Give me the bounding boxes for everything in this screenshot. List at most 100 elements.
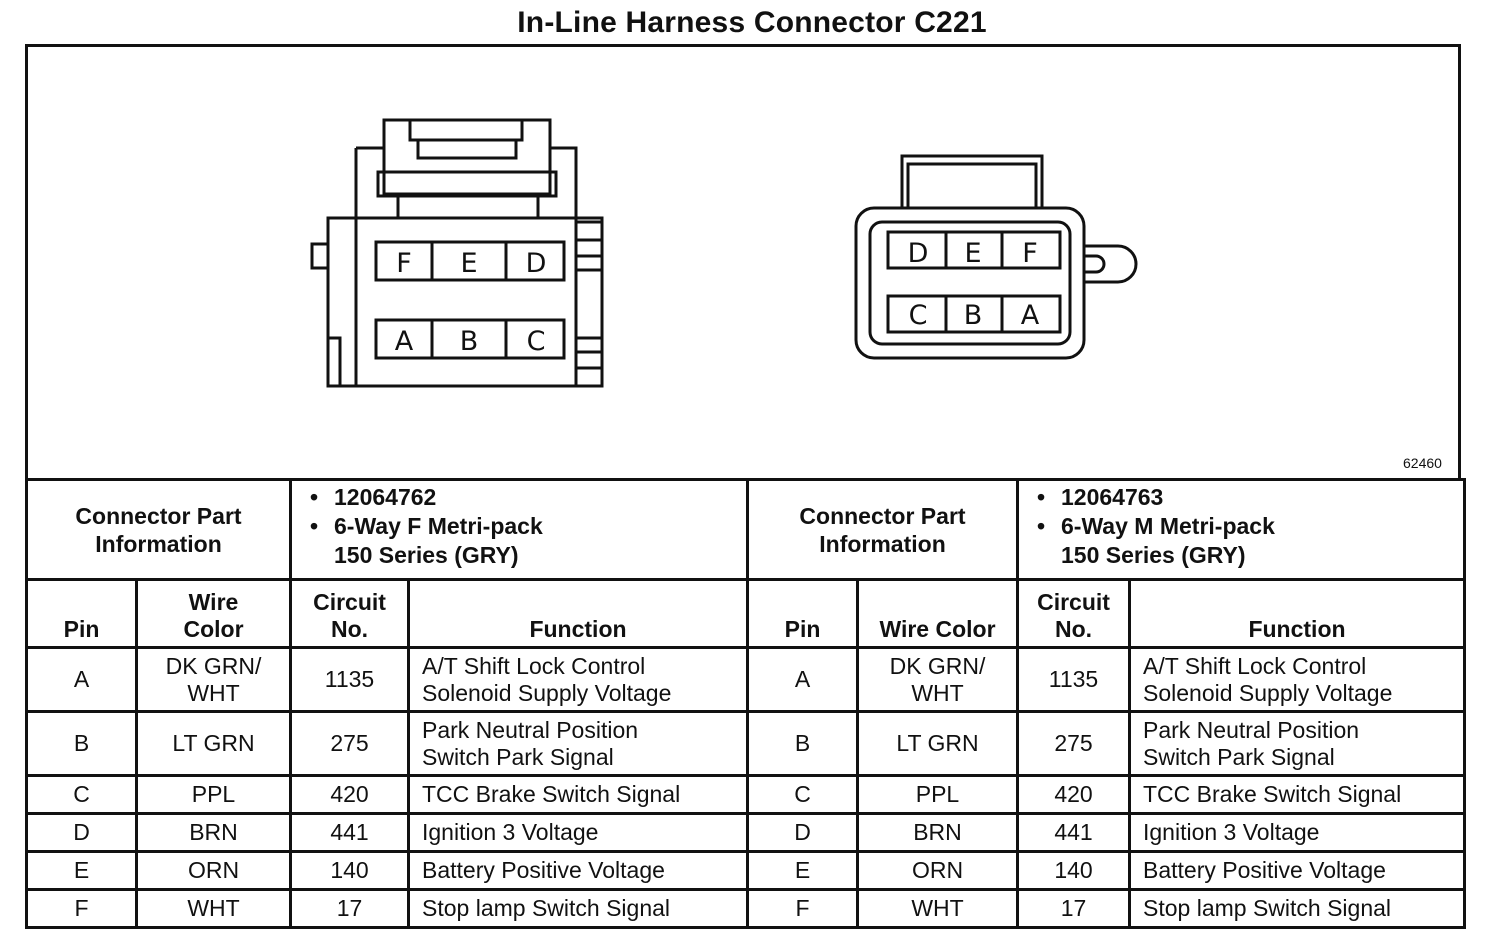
part-info-label-line: Connector Part: [799, 502, 966, 529]
header-line: Circuit: [1037, 589, 1110, 615]
part-info-label: Connector Part Information: [746, 478, 1019, 581]
pin-label: A: [1021, 300, 1040, 331]
cell-line: DK GRN/: [889, 652, 986, 679]
part-info-label-line: Information: [819, 530, 946, 557]
circuit-cell: 17: [289, 888, 410, 929]
table-row: A DK GRN/WHT 1135 A/T Shift Lock Control…: [25, 646, 1466, 713]
function-cell: Battery Positive Voltage: [1128, 850, 1466, 891]
pin-cell: B: [25, 710, 138, 777]
pin-label: F: [1022, 238, 1038, 269]
part-info-male: 12064763 6-Way M Metri-pack 150 Series (…: [1016, 478, 1466, 581]
pin-cell: E: [25, 850, 138, 891]
function-cell: TCC Brake Switch Signal: [407, 774, 749, 815]
circuit-cell: 1135: [1016, 646, 1131, 713]
pin-label: A: [395, 326, 414, 357]
header-pin: Pin: [25, 578, 138, 649]
circuit-cell: 1135: [289, 646, 410, 713]
cell-line: Park Neutral Position: [422, 716, 639, 743]
circuit-cell: 420: [289, 774, 410, 815]
part-description: 6-Way M Metri-pack 150 Series (GRY): [1019, 512, 1463, 570]
part-description: 6-Way F Metri-pack 150 Series (GRY): [292, 512, 746, 570]
cell-line: A/T Shift Lock Control: [422, 652, 646, 679]
pin-cell: A: [746, 646, 859, 713]
cell-line: WHT: [187, 679, 240, 706]
part-description-line: 150 Series (GRY): [334, 542, 519, 568]
header-line: No.: [1054, 616, 1093, 642]
pin-label: B: [964, 300, 983, 331]
circuit-cell: 275: [289, 710, 410, 777]
pin-label: D: [526, 248, 547, 279]
header-function: Function: [1128, 578, 1466, 649]
pin-cell: B: [746, 710, 859, 777]
female-connector-outline: [310, 118, 604, 388]
cell-line: Park Neutral Position: [1143, 716, 1360, 743]
pin-label: C: [909, 300, 928, 331]
circuit-cell: 140: [289, 850, 410, 891]
wire-color-cell: DK GRN/WHT: [135, 646, 292, 713]
wire-color-cell: PPL: [135, 774, 292, 815]
pin-cell: E: [746, 850, 859, 891]
part-info-label: Connector Part Information: [25, 478, 292, 581]
pin-label: E: [964, 238, 981, 269]
pin-label: D: [908, 238, 929, 269]
function-cell: Battery Positive Voltage: [407, 850, 749, 891]
connector-drawing: F E D A B C D E F C B A: [310, 118, 1138, 388]
wire-color-cell: BRN: [856, 812, 1019, 853]
part-number: 12064762: [292, 483, 746, 512]
pin-cell: C: [25, 774, 138, 815]
part-description-line: 150 Series (GRY): [1061, 542, 1246, 568]
function-cell: Stop lamp Switch Signal: [407, 888, 749, 929]
wire-color-cell: DK GRN/WHT: [856, 646, 1019, 713]
header-wire-color: Wire Color: [135, 578, 292, 649]
function-cell: TCC Brake Switch Signal: [1128, 774, 1466, 815]
pin-cell: F: [25, 888, 138, 929]
cell-line: Solenoid Supply Voltage: [1143, 679, 1393, 706]
table-row: C PPL 420 TCC Brake Switch Signal C PPL …: [25, 774, 1466, 815]
pin-label: B: [460, 326, 479, 357]
cell-line: Solenoid Supply Voltage: [422, 679, 672, 706]
pin-label: F: [396, 248, 412, 279]
part-info-label-line: Information: [95, 530, 222, 557]
diagram-title: In-Line Harness Connector C221: [517, 6, 987, 39]
circuit-cell: 441: [289, 812, 410, 853]
pin-cell: C: [746, 774, 859, 815]
header-pin: Pin: [746, 578, 859, 649]
wire-color-cell: BRN: [135, 812, 292, 853]
part-description-line: 6-Way F Metri-pack: [334, 513, 543, 539]
table-row: D BRN 441 Ignition 3 Voltage D BRN 441 I…: [25, 812, 1466, 853]
wire-color-cell: PPL: [856, 774, 1019, 815]
circuit-cell: 441: [1016, 812, 1131, 853]
pin-cell: A: [25, 646, 138, 713]
connector-part-info-table: Connector Part Information 12064762 6-Wa…: [25, 478, 1466, 581]
header-circuit: Circuit No.: [289, 578, 410, 649]
wire-color-cell: LT GRN: [135, 710, 292, 777]
male-connector-outline: [854, 154, 1138, 360]
female-connector-pins: F E D A B C: [395, 248, 547, 357]
circuit-cell: 420: [1016, 774, 1131, 815]
cell-line: DK GRN/: [165, 652, 262, 679]
header-line: No.: [330, 616, 369, 642]
part-description-line: 6-Way M Metri-pack: [1061, 513, 1275, 539]
wire-color-cell: ORN: [135, 850, 292, 891]
cell-line: WHT: [911, 679, 964, 706]
cell-line: Switch Park Signal: [422, 743, 614, 770]
pin-label: E: [460, 248, 477, 279]
wire-color-cell: ORN: [856, 850, 1019, 891]
circuit-cell: 17: [1016, 888, 1131, 929]
circuit-cell: 140: [1016, 850, 1131, 891]
table-row: E ORN 140 Battery Positive Voltage E ORN…: [25, 850, 1466, 891]
pin-cell: F: [746, 888, 859, 929]
header-circuit: Circuit No.: [1016, 578, 1131, 649]
pinout-table: Pin Wire Color Circuit No. Function Pin …: [25, 578, 1466, 929]
function-cell: Ignition 3 Voltage: [1128, 812, 1466, 853]
circuit-cell: 275: [1016, 710, 1131, 777]
function-cell: Ignition 3 Voltage: [407, 812, 749, 853]
figure-id: 62460: [1403, 455, 1442, 471]
cell-line: Switch Park Signal: [1143, 743, 1335, 770]
pinout-header-row: Pin Wire Color Circuit No. Function Pin …: [25, 578, 1466, 649]
part-info-label-line: Connector Part: [75, 502, 242, 529]
